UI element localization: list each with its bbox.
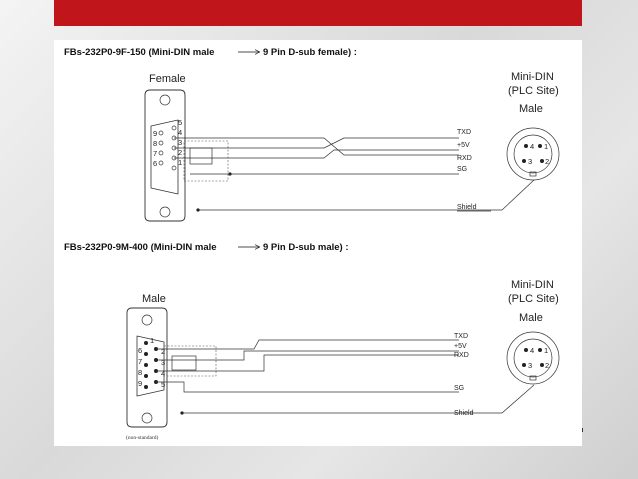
pin-number: 1 <box>544 346 548 355</box>
wires-bottom <box>156 339 535 414</box>
diagram-bottom: FBs-232P0-9M-400 (Mini-DIN male 9 Pin D-… <box>64 242 560 441</box>
pin-number: 7 <box>138 357 142 366</box>
pin-number: 1 <box>178 158 182 167</box>
pin-number: 9 <box>138 379 142 388</box>
pin-number: 3 <box>178 138 182 147</box>
slide-header-bar <box>54 0 582 26</box>
dsub-top-pin-numbers: 5 4 3 2 1 9 8 7 6 <box>153 118 182 168</box>
pin-number: 9 <box>153 129 157 138</box>
non-standard-note: (non-standard) <box>126 434 159 441</box>
minidin-top-label-2: (PLC Site) <box>508 85 559 97</box>
pin-number: 2 <box>545 361 549 370</box>
pin-number: 8 <box>138 368 142 377</box>
signal-label: +5V <box>454 343 467 350</box>
shield-label: Shield <box>454 410 474 417</box>
wiring-diagram: FBs-232P0-9F-150 (Mini-DIN male 9 Pin D-… <box>64 47 560 441</box>
pin-number: 2 <box>545 157 549 166</box>
minidin-bottom-label-2: (PLC Site) <box>508 293 559 305</box>
pin-number: 5 <box>178 118 182 127</box>
pin-number: 6 <box>138 346 142 355</box>
jumper-box <box>163 345 217 377</box>
signal-label: +5V <box>457 142 470 149</box>
pin-number: 4 <box>530 142 534 151</box>
wire-node <box>180 411 184 415</box>
minidin-bottom-label-1: Mini-DIN <box>511 279 554 291</box>
signal-label: RXD <box>457 155 472 162</box>
minidin-bottom-pin-numbers: 4 1 3 2 <box>528 346 549 370</box>
signal-label: RXD <box>454 352 469 359</box>
jumper-loop <box>171 355 197 371</box>
wiring-diagram-panel: FBs-232P0-9F-150 (Mini-DIN male 9 Pin D-… <box>54 40 582 446</box>
dsub-bottom-label: Male <box>142 293 166 305</box>
wires-top <box>174 137 535 211</box>
slide-edge-mark <box>581 428 583 432</box>
pin-number: 3 <box>161 358 165 367</box>
pin-number: 4 <box>161 369 165 378</box>
minidin-top-label-1: Mini-DIN <box>511 71 554 83</box>
minidin-connector-bottom <box>506 331 560 385</box>
signal-label: SG <box>454 385 464 392</box>
pin-number: 3 <box>528 157 532 166</box>
diagram-top-title: FBs-232P0-9F-150 (Mini-DIN male <box>64 47 214 58</box>
pin-number: 6 <box>153 159 157 168</box>
diagram-bottom-title-tail: 9 Pin D-sub male) : <box>263 242 349 253</box>
signals-bottom: TXD +5V RXD SG Shield <box>454 333 474 417</box>
minidin-top-pin-numbers: 4 1 3 2 <box>528 142 549 166</box>
pin-number: 5 <box>161 380 165 389</box>
signal-label: SG <box>457 166 467 173</box>
dsub-connector-bottom <box>126 307 168 428</box>
minidin-top-gender: Male <box>519 103 543 115</box>
pin-number: 2 <box>178 148 182 157</box>
jumper-box <box>183 140 229 182</box>
pin-number: 2 <box>161 347 165 356</box>
pin-number: 7 <box>153 149 157 158</box>
wire-node <box>196 208 200 212</box>
signal-label: TXD <box>454 333 468 340</box>
pin-number: 3 <box>528 361 532 370</box>
pin-number: 4 <box>530 346 534 355</box>
jumper-loop <box>189 147 213 165</box>
dsub-top-label: Female <box>149 73 186 85</box>
signal-label: TXD <box>457 129 471 136</box>
pin-number: 8 <box>153 139 157 148</box>
dsub-bottom-pin-numbers: 1 2 3 4 5 6 7 8 9 <box>138 336 165 389</box>
pin-number: 1 <box>544 142 548 151</box>
pin-number: 1 <box>150 336 154 345</box>
signals-top: TXD +5V RXD SG Shield <box>457 129 477 211</box>
diagram-top: FBs-232P0-9F-150 (Mini-DIN male 9 Pin D-… <box>64 47 560 222</box>
diagram-top-title-tail: 9 Pin D-sub female) : <box>263 47 357 58</box>
minidin-bottom-gender: Male <box>519 312 543 324</box>
diagram-bottom-title: FBs-232P0-9M-400 (Mini-DIN male <box>64 242 217 253</box>
minidin-connector-top <box>506 127 560 181</box>
shield-label: Shield <box>457 204 477 211</box>
pin-number: 4 <box>178 128 182 137</box>
